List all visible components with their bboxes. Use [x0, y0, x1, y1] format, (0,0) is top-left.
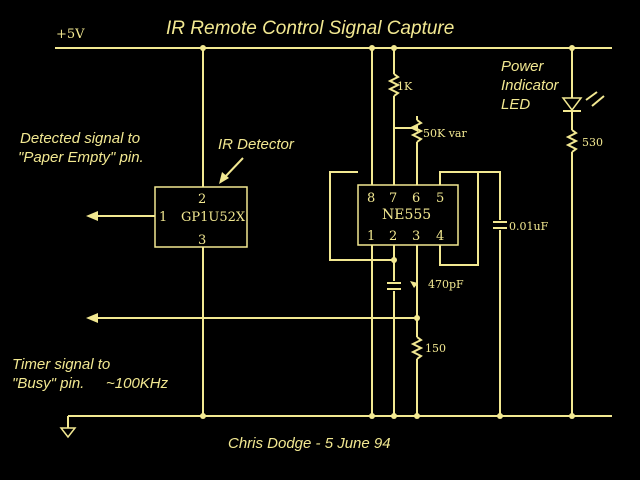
ne555-pin-7: 7 — [389, 191, 397, 206]
detector-pin-top: 2 — [198, 192, 206, 207]
ground-icon — [59, 416, 77, 439]
junction — [200, 413, 206, 419]
detector-part: GP1U52X — [181, 210, 246, 225]
pin5-wire — [439, 171, 501, 220]
detector-pin-left: 1 — [159, 210, 167, 225]
ne555-pin-5: 5 — [436, 191, 444, 206]
detected-label-1: Detected signal to — [20, 130, 140, 147]
junction — [414, 413, 420, 419]
ne555-part: NE555 — [382, 207, 431, 223]
power-label-1: Power — [501, 58, 545, 75]
detected-arrow-icon — [86, 211, 98, 221]
junction — [414, 315, 420, 321]
junction — [391, 257, 397, 263]
junction — [369, 45, 375, 51]
junction — [391, 45, 397, 51]
junction — [569, 45, 575, 51]
ne555-pin-6: 6 — [412, 191, 420, 206]
timer-arrow-icon — [86, 313, 98, 323]
cap-arrow-icon — [410, 281, 418, 288]
pot-resistor-icon — [410, 119, 424, 143]
pin4-wire — [439, 172, 479, 266]
ne555-box — [357, 184, 459, 246]
power-label-3: LED — [501, 96, 530, 113]
timer-label-1: Timer signal to — [12, 356, 110, 373]
cap-timing-value: 470pF — [428, 278, 464, 291]
supply-label: +5V — [56, 27, 85, 42]
ne555-pin-8: 8 — [367, 191, 375, 206]
r150-icon — [410, 336, 424, 360]
freq-label: ~100KHz — [106, 375, 169, 392]
led-icon — [561, 91, 605, 112]
timer-label-2: "Busy" pin. — [12, 375, 84, 392]
ne555-pin-2: 2 — [389, 229, 397, 244]
r-led-value: 530 — [582, 136, 603, 149]
r1-value: 1K — [397, 80, 413, 93]
credit-label: Chris Dodge - 5 June 94 — [228, 435, 391, 452]
power-label-2: Indicator — [501, 77, 560, 94]
ir-detector-label: IR Detector — [218, 136, 295, 153]
ne555-pin-1: 1 — [367, 229, 375, 244]
cap-ctrl-value: 0.01uF — [509, 220, 549, 233]
junction — [391, 413, 397, 419]
junction — [497, 413, 503, 419]
ne555-pin-4: 4 — [436, 229, 444, 244]
ir-label-leader — [223, 157, 244, 179]
resistor-icon — [387, 73, 401, 97]
ir-label-arrow-icon — [219, 172, 229, 184]
r150-value: 150 — [425, 342, 446, 355]
detector-pin-bottom: 3 — [198, 233, 206, 248]
pot-value: 50K var — [423, 127, 467, 140]
detected-label-2: "Paper Empty" pin. — [18, 149, 144, 166]
junction — [569, 413, 575, 419]
r-led-icon — [565, 129, 579, 153]
junction — [200, 45, 206, 51]
ne555-pin-3: 3 — [412, 229, 420, 244]
pin2-6-link — [329, 171, 394, 261]
pot-arrow-icon — [410, 124, 418, 132]
junction — [369, 413, 375, 419]
diagram-title: IR Remote Control Signal Capture — [166, 18, 454, 39]
